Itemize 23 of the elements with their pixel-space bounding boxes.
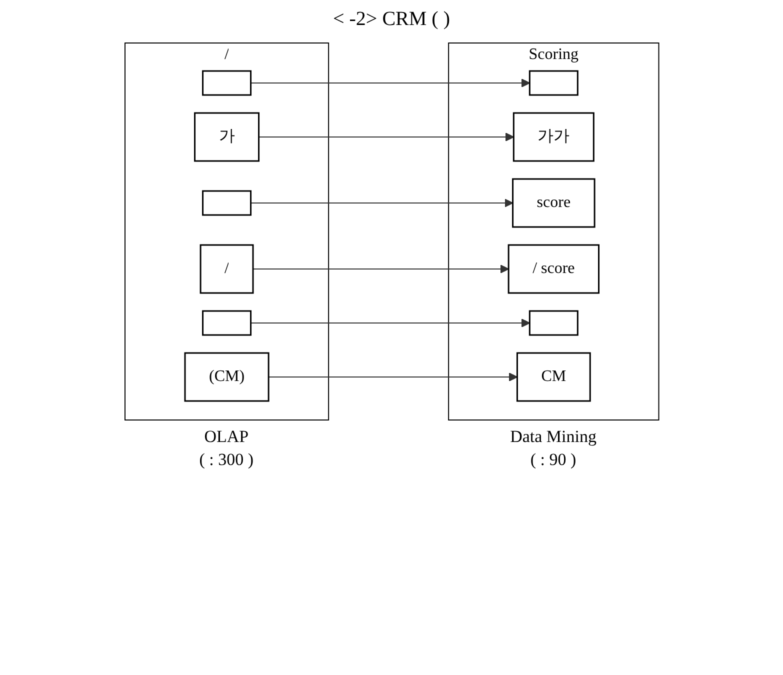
node-box: / score bbox=[507, 244, 600, 294]
node-box: (CM) bbox=[184, 352, 269, 402]
node-box: CM bbox=[516, 352, 590, 402]
caption-text: Data Mining bbox=[509, 426, 598, 448]
node-box: 가 bbox=[194, 112, 260, 162]
node-box bbox=[202, 310, 252, 336]
node-box bbox=[528, 70, 578, 96]
node-box: score bbox=[512, 178, 595, 228]
node-box bbox=[202, 190, 252, 216]
caption-text: ( : 300 ) bbox=[198, 448, 255, 471]
arrow bbox=[250, 78, 530, 88]
node-box bbox=[528, 310, 578, 336]
node-box: / bbox=[199, 244, 254, 294]
arrow bbox=[250, 318, 530, 328]
arrow bbox=[250, 198, 513, 208]
node-box bbox=[202, 70, 252, 96]
arrow bbox=[268, 372, 518, 382]
caption-text: ( : 90 ) bbox=[529, 448, 578, 471]
node-box: 가가 bbox=[512, 112, 594, 162]
caption-text: OLAP bbox=[203, 426, 250, 448]
diagram-title: < -2> CRM ( ) bbox=[332, 8, 451, 31]
arrow bbox=[252, 264, 509, 274]
arrow bbox=[258, 132, 514, 142]
